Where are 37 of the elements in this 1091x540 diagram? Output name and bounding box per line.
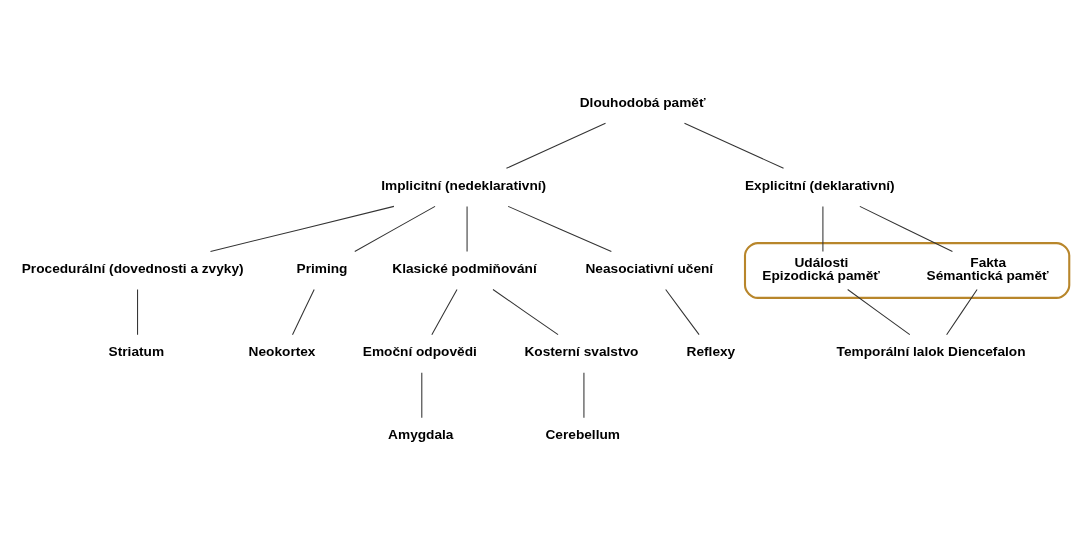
- node-label: Sémantická paměť: [926, 267, 1049, 283]
- node-text: Dlouhodobá paměť: [579, 94, 706, 110]
- node-text: Reflexy: [686, 343, 736, 359]
- node-text: Emoční odpovědi: [362, 343, 477, 359]
- node-text: Procedurální (dovednosti a zvyky): [21, 260, 244, 276]
- connector: [421, 371, 423, 418]
- node-text: Explicitní (deklarativní): [745, 177, 895, 193]
- connector: [466, 205, 468, 252]
- connector: [583, 371, 585, 418]
- node-text: Temporální lalok Diencefalon: [836, 343, 1026, 359]
- connector: [292, 288, 315, 335]
- connector: [847, 288, 911, 335]
- node-text: Amygdala: [388, 426, 454, 442]
- node-text: Události: [794, 254, 849, 270]
- node-label: Epizodická paměť: [762, 267, 880, 283]
- node-text: Striatum: [108, 343, 165, 359]
- connector: [137, 288, 139, 335]
- connector: [492, 288, 559, 335]
- connector: [209, 205, 395, 252]
- connector: [683, 122, 785, 169]
- connector: [822, 205, 824, 252]
- connector: [507, 205, 612, 252]
- node-text: Neokortex: [248, 343, 316, 359]
- connector: [665, 288, 700, 335]
- node-text: Kosterní svalstvo: [524, 343, 639, 359]
- connector: [859, 205, 953, 252]
- connector: [431, 288, 458, 335]
- node-text: Fakta: [970, 254, 1007, 270]
- node-text: Implicitní (nedeklarativní): [381, 177, 547, 193]
- node-text: Cerebellum: [545, 426, 620, 442]
- node-text: Neasociativní učení: [585, 260, 714, 276]
- connector: [505, 122, 607, 169]
- node-text: Klasické podmiňování: [392, 260, 537, 276]
- cluster: [743, 241, 1071, 299]
- connector: [354, 205, 436, 252]
- node-text: Priming: [296, 260, 348, 276]
- connector: [946, 288, 978, 335]
